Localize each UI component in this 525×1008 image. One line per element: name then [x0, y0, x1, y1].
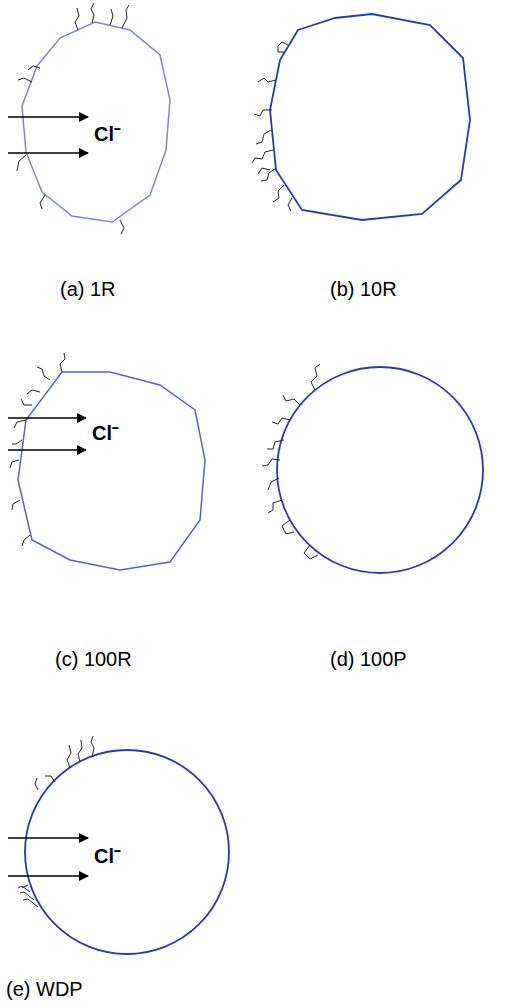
panel-caption: (b) 10R [330, 278, 397, 300]
panel-caption: (d) 100P [330, 648, 407, 670]
specimen-outline [25, 750, 229, 954]
crack-lines [17, 3, 129, 234]
ion-label: Cl⁻ [94, 845, 121, 867]
chloride-arrow [8, 838, 88, 876]
crack-lines [262, 364, 320, 559]
panel-caption: (c) 100R [55, 648, 132, 670]
ion-label: Cl⁻ [94, 123, 121, 145]
specimen-outline [277, 367, 483, 573]
ion-label: Cl⁻ [92, 422, 119, 444]
specimen-outline [22, 22, 170, 222]
panel-caption: (e) WDP [6, 978, 83, 1000]
chloride-arrow [8, 418, 86, 450]
specimen-outline [18, 372, 205, 570]
crack-lines [18, 736, 94, 907]
specimen-outline [270, 14, 470, 220]
crack-lines [252, 42, 292, 211]
chloride-arrow [8, 117, 88, 153]
panel-caption: (a) 1R [60, 278, 116, 300]
